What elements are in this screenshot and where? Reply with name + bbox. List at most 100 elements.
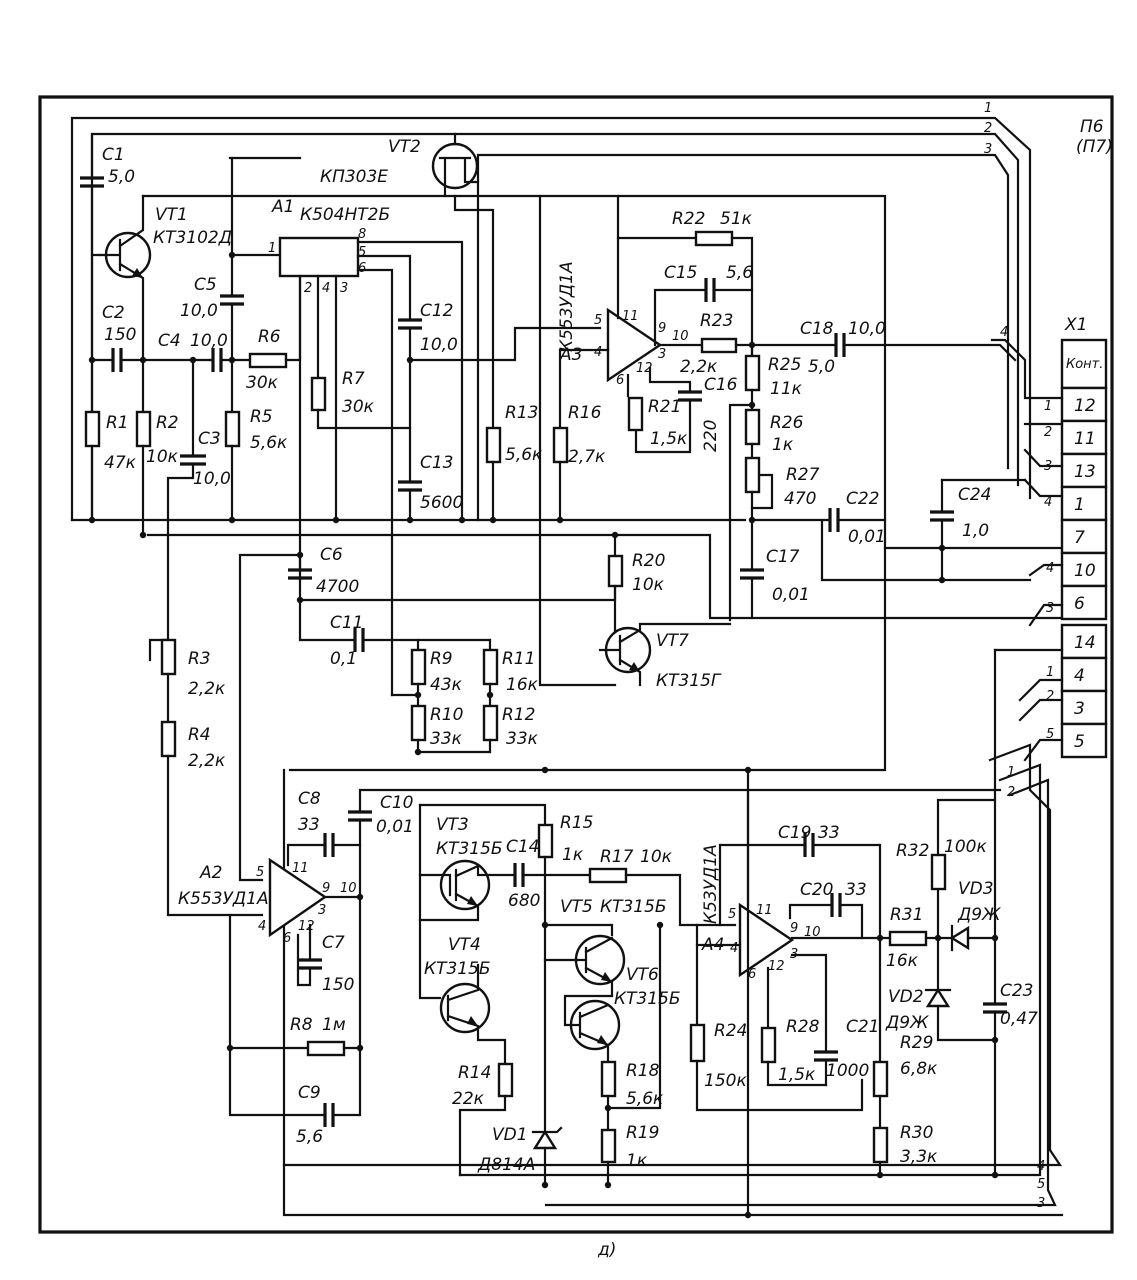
bus-wire-label: 2 xyxy=(1044,425,1052,440)
r20-resistor-icon xyxy=(607,554,624,588)
a4-pin: 12 xyxy=(768,959,785,974)
a1-ref: A1 xyxy=(271,197,294,217)
junction-dot xyxy=(991,1036,999,1044)
c16-ref: C16 xyxy=(704,375,738,395)
vd1-type: Д814А xyxy=(477,1155,535,1175)
c9-ref: C9 xyxy=(298,1083,321,1103)
c1-value: 5,0 xyxy=(108,167,135,187)
r26-ref: R26 xyxy=(770,413,804,433)
a2-pin: 3 xyxy=(318,903,326,918)
board-alt-id: (П7) xyxy=(1076,137,1113,157)
r5-ref: R5 xyxy=(250,407,273,427)
a3-pin: 4 xyxy=(594,345,602,360)
junction-dot xyxy=(611,531,619,539)
junction-dot xyxy=(139,531,147,539)
junction-dot xyxy=(406,356,414,364)
c17-ref: C17 xyxy=(766,547,800,567)
connector-pin-cell xyxy=(1060,623,1108,660)
vd1-zener-icon xyxy=(532,1129,558,1150)
a3-pin: 6 xyxy=(616,373,624,388)
r2-ref: R2 xyxy=(156,413,179,433)
r27-ref: R27 xyxy=(786,465,820,485)
vd2-diode-icon xyxy=(925,987,951,1008)
c8-ref: C8 xyxy=(298,789,321,809)
r31-value: 16к xyxy=(886,951,919,971)
r4-resistor-icon xyxy=(160,720,177,758)
a2-ref: A2 xyxy=(199,863,222,883)
a4-pin: 5 xyxy=(728,907,736,922)
board-outline: П6 (П7) д) xyxy=(38,95,1114,1260)
a1-pin: 8 xyxy=(358,227,366,242)
r26-resistor-icon xyxy=(744,408,761,446)
a3-pin: 5 xyxy=(594,313,602,328)
junction-dot xyxy=(541,766,549,774)
c3-value: 10,0 xyxy=(193,469,231,489)
r24-resistor-icon xyxy=(689,1023,706,1063)
c21-ref: C21 xyxy=(846,1017,880,1037)
r14-value: 22к xyxy=(452,1089,485,1109)
connector-pin-cell xyxy=(1060,386,1108,423)
r21-ref: R21 xyxy=(648,397,681,417)
r18-value: 5,6к xyxy=(626,1089,664,1109)
junction-dot xyxy=(88,356,96,364)
connector-header: Конт. xyxy=(1066,357,1103,372)
a3-pin: 10 xyxy=(672,329,689,344)
c7-value: 150 xyxy=(322,975,354,995)
c15-ref: C15 xyxy=(664,263,698,283)
c4-value: 10,0 xyxy=(190,331,228,351)
vt2-ref: VT2 xyxy=(388,137,421,157)
junction-dot xyxy=(486,691,494,699)
a1-pin: 2 xyxy=(304,281,312,296)
r18-ref: R18 xyxy=(626,1061,660,1081)
connector-pin-label: 14 xyxy=(1074,633,1096,653)
a3-pin: 12 xyxy=(636,361,653,376)
junction-dot xyxy=(414,691,422,699)
r4-value: 2,2к xyxy=(188,751,226,771)
connector-pin-label: 10 xyxy=(1074,561,1096,581)
r15-resistor-icon xyxy=(537,823,554,859)
vt6-type: КТ315Б xyxy=(614,989,681,1009)
c8-value: 33 xyxy=(298,815,320,835)
r29-ref: R29 xyxy=(900,1033,933,1053)
a1-input-network: C4 10,0 R6 30к C5 10,0 R5 5,6к xyxy=(158,156,302,522)
vt2-stage: VT2 КП303Е R13 5,6к xyxy=(320,132,543,522)
junction-dot xyxy=(748,401,756,409)
r10-value: 33к xyxy=(430,729,463,749)
a1-pin: 6 xyxy=(358,261,366,276)
r25-value: 11к xyxy=(770,379,803,399)
a4-pin: 6 xyxy=(748,967,756,982)
r17-resistor-icon xyxy=(588,867,628,884)
r14-ref: R14 xyxy=(458,1063,491,1083)
junction-dot xyxy=(406,516,414,524)
junction-dot xyxy=(332,516,340,524)
a1-ic-body xyxy=(278,236,360,278)
bus-wire-label: 4 xyxy=(1046,561,1054,576)
bus-wire-label: 2 xyxy=(1007,785,1015,800)
r20-ref: R20 xyxy=(632,551,665,571)
r31-resistor-icon xyxy=(888,930,928,947)
junction-dot xyxy=(88,516,96,524)
junction-dot xyxy=(876,934,884,942)
a2-pin: 10 xyxy=(340,881,357,896)
connector-leads: 4 1 2 3 4 4 3 1 2 5 1 2 4 5 3 xyxy=(282,325,1064,1217)
c21-value: 1000 xyxy=(826,1061,869,1081)
connector-pin-label: 7 xyxy=(1074,528,1085,548)
junction-dot xyxy=(139,356,147,364)
connector-pin-cell xyxy=(1060,452,1108,489)
c22-ref: C22 xyxy=(846,489,880,509)
connector-pin-label: 6 xyxy=(1074,594,1085,614)
junction-dot xyxy=(414,748,422,756)
junction-dot xyxy=(934,934,942,942)
r27-value: 470 xyxy=(784,489,816,509)
a2-pin: 6 xyxy=(283,931,291,946)
connector-pin-label: 1 xyxy=(1074,495,1085,515)
r28-ref: R28 xyxy=(786,1017,820,1037)
c20-value: 33 xyxy=(845,880,867,900)
c10-ref: C10 xyxy=(380,793,414,813)
junction-dot xyxy=(356,893,364,901)
r2-resistor-icon xyxy=(135,410,152,448)
c10-value: 0,01 xyxy=(376,817,414,837)
r11-ref: R11 xyxy=(502,649,535,669)
vd3-type: Д9Ж xyxy=(957,905,1001,925)
vt5-type: КТ315Б xyxy=(600,897,667,917)
